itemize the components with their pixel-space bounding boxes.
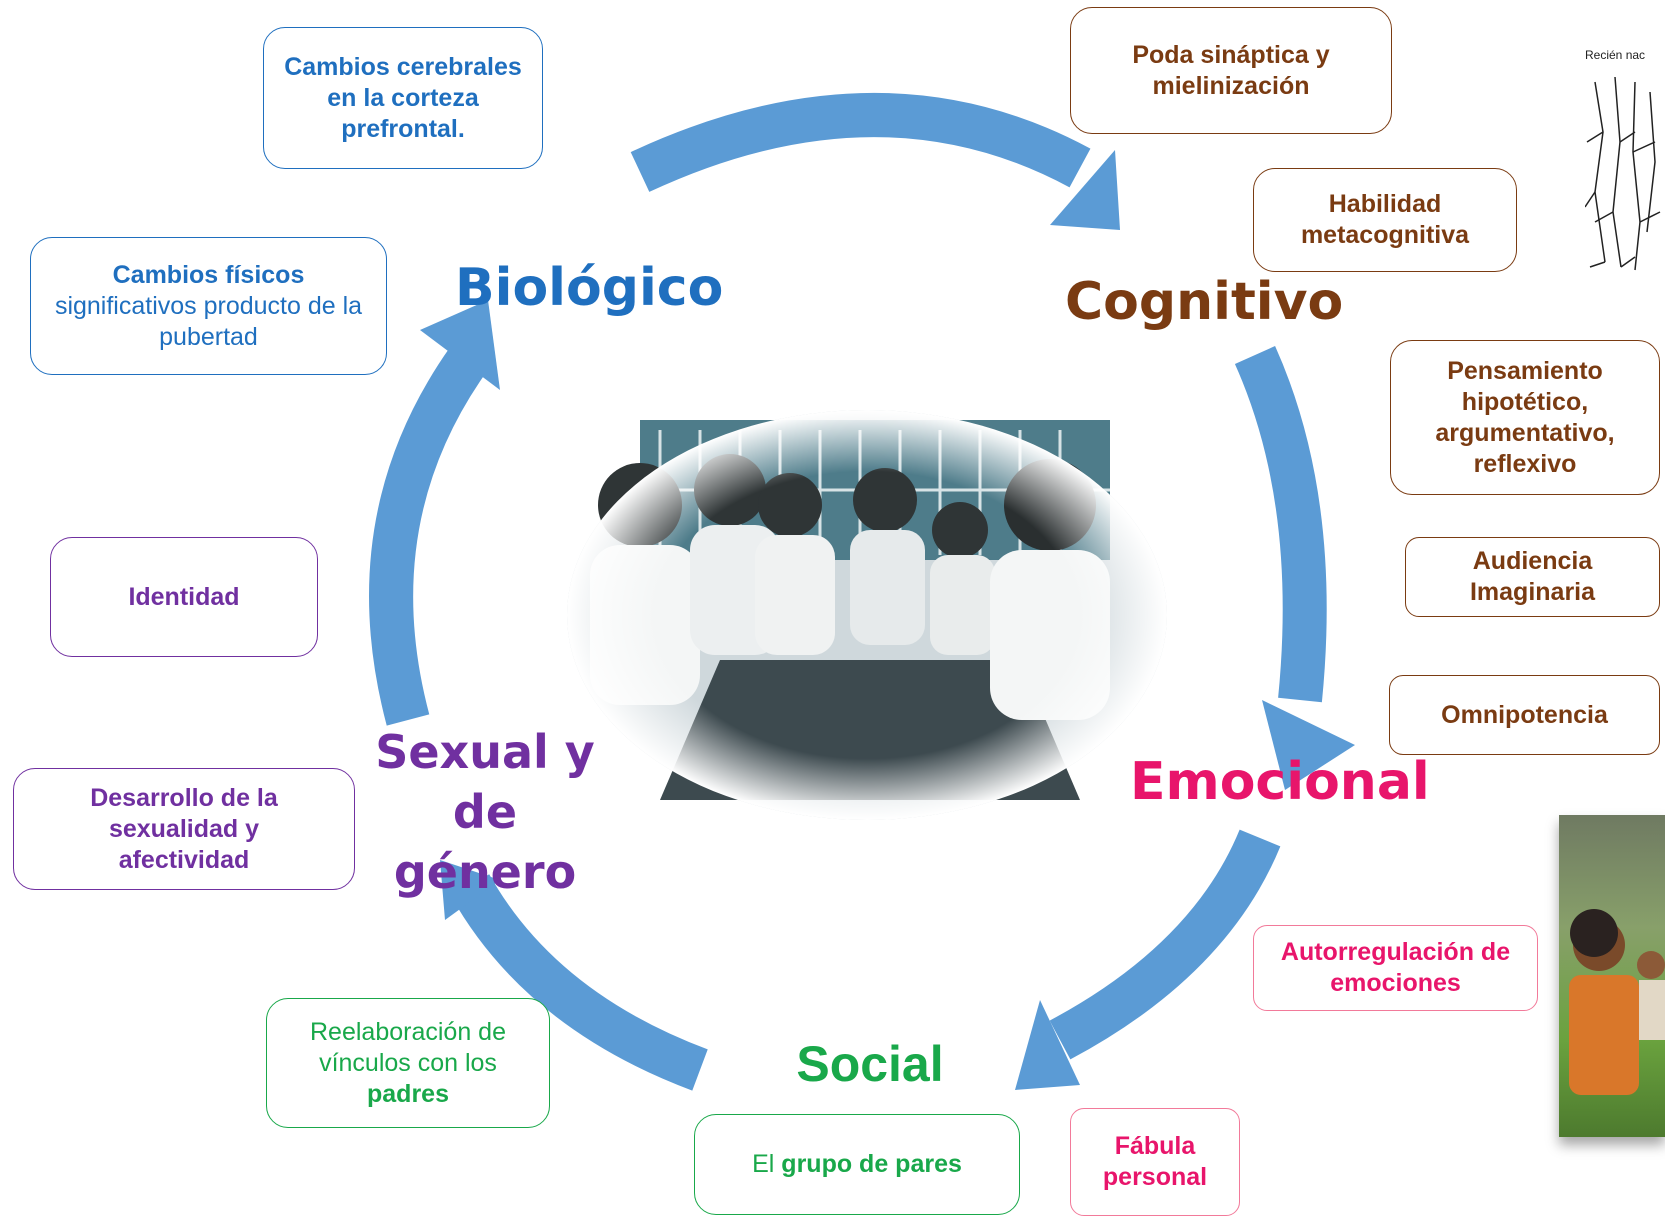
arrow-sex-to-bio-head	[420, 300, 500, 390]
box-pensamiento: Pensamiento hipotético, argumentativo, r…	[1390, 340, 1660, 495]
arrow-bio-to-cog	[630, 93, 1091, 192]
label-cognitivo: Cognitivo	[1065, 272, 1344, 332]
label-sexual-genero: Sexual y de género	[355, 722, 615, 902]
label-social: Social	[796, 1036, 944, 1092]
box-habilidad-metacognitiva: Habilidad metacognitiva	[1253, 168, 1517, 272]
box-identidad-text: Identidad	[128, 582, 240, 611]
box-pares-rest: El	[752, 1150, 775, 1178]
box-desarrollo-sexualidad: Desarrollo de la sexualidad y afectivida…	[13, 768, 355, 890]
box-cambios-cerebrales: Cambios cerebrales en la corteza prefron…	[263, 27, 543, 169]
arrow-emo-to-soc-head	[1015, 1000, 1080, 1090]
arrow-sex-to-bio	[369, 347, 487, 726]
box-poda-sinaptica: Poda sináptica y mielinización	[1070, 7, 1392, 134]
box-sexualidad-text: Desarrollo de la sexualidad y afectivida…	[90, 783, 278, 874]
box-pares-bold: grupo de pares	[781, 1150, 962, 1178]
box-poda-text: Poda sináptica y mielinización	[1132, 40, 1330, 100]
box-vinculos-bold: padres	[367, 1079, 449, 1108]
box-audiencia-text: Audiencia Imaginaria	[1469, 547, 1596, 606]
box-fabula-personal: Fábula personal	[1070, 1108, 1240, 1216]
box-audiencia-imaginaria: Audiencia Imaginaria	[1405, 537, 1660, 617]
arrow-soc-to-sex	[450, 874, 708, 1091]
arrow-cog-to-emo	[1234, 346, 1327, 703]
box-omnipotencia-text: Omnipotencia	[1441, 700, 1608, 729]
box-autorregulacion: Autorregulación de emociones	[1253, 925, 1538, 1011]
box-vinculos-rest: Reelaboración de vínculos con los	[310, 1017, 506, 1077]
label-emocional: Emocional	[1130, 752, 1430, 812]
box-identidad: Identidad	[50, 537, 318, 657]
box-pensamiento-text: Pensamiento hipotético, argumentativo, r…	[1435, 356, 1615, 478]
box-omnipotencia: Omnipotencia	[1389, 675, 1660, 755]
label-sexual-line2: de género	[393, 785, 577, 899]
label-biologico: Biológico	[455, 258, 724, 318]
arrow-cog-to-emo-head	[1262, 700, 1355, 790]
label-sexual-line1: Sexual y	[375, 725, 595, 779]
children-photo-drawing	[1569, 909, 1665, 1095]
arrow-bio-to-cog-head	[1050, 150, 1120, 230]
box-fabula-text: Fábula personal	[1102, 1132, 1208, 1191]
students-photo	[567, 410, 1167, 820]
arrow-soc-to-sex-head	[440, 860, 500, 920]
box-autorregulacion-text: Autorregulación de emociones	[1280, 938, 1511, 997]
arrow-emo-to-soc	[1049, 829, 1281, 1060]
box-cambios-fisicos-rest: significativos producto de la pubertad	[54, 291, 363, 351]
box-grupo-pares: El grupo de pares	[694, 1114, 1020, 1215]
box-habilidad-text: Habilidad metacognitiva	[1300, 190, 1470, 249]
neuron-caption: Recién nac	[1585, 48, 1646, 62]
children-photo	[1559, 815, 1665, 1137]
box-cambios-cerebrales-text: Cambios cerebrales en la corteza prefron…	[284, 52, 522, 143]
neuron-image: Recién nac	[1584, 48, 1665, 278]
neuron-drawing	[1584, 76, 1661, 271]
box-pares-text: El grupo de pares	[752, 1149, 962, 1180]
box-cambios-fisicos-bold: Cambios físicos	[112, 260, 305, 289]
